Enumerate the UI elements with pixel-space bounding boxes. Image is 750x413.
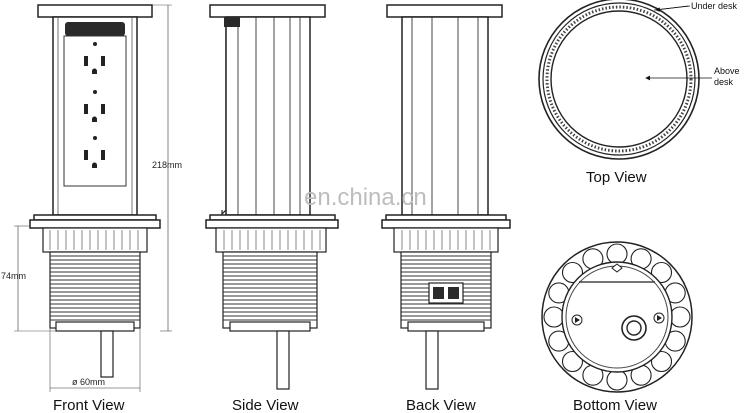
top-view-label: Top View	[586, 169, 647, 186]
scallop-lobe	[561, 261, 584, 284]
outlet-socket	[84, 150, 105, 168]
front-view-label: Front View	[53, 397, 125, 413]
usb-port-pair	[428, 282, 464, 304]
bottom-view-label: Bottom View	[573, 397, 657, 413]
above-desk-callout-line2: desk	[714, 77, 734, 87]
scallop-lobe	[669, 306, 691, 328]
side-view: Side View	[205, 4, 339, 413]
side-view-label: Side View	[232, 397, 299, 413]
scallop-lobe	[650, 350, 673, 373]
outlet-socket	[84, 104, 105, 122]
diameter-dimension: ø 60mm	[72, 377, 105, 387]
height-dimension: 218mm	[152, 160, 182, 170]
top-view: Under desk Above desk Top View	[538, 0, 740, 186]
bottom-view: Bottom View	[541, 241, 693, 413]
scallop-lobe	[650, 261, 673, 284]
outlet-socket	[84, 56, 105, 74]
above-desk-callout: Above	[714, 66, 740, 76]
back-view-label: Back View	[406, 397, 476, 413]
scallop-lobe	[606, 243, 628, 265]
scallop-lobe	[606, 369, 628, 391]
back-view: Back View	[381, 4, 511, 413]
base-height-dimension: 74mm	[1, 271, 26, 281]
watermark-text: en.china.cn	[304, 184, 427, 211]
scallop-lobe	[543, 306, 565, 328]
front-view: 218mm 74mm ø 60mm Front View	[1, 4, 182, 413]
scallop-lobe	[561, 350, 584, 373]
under-desk-callout: Under desk	[691, 1, 738, 11]
